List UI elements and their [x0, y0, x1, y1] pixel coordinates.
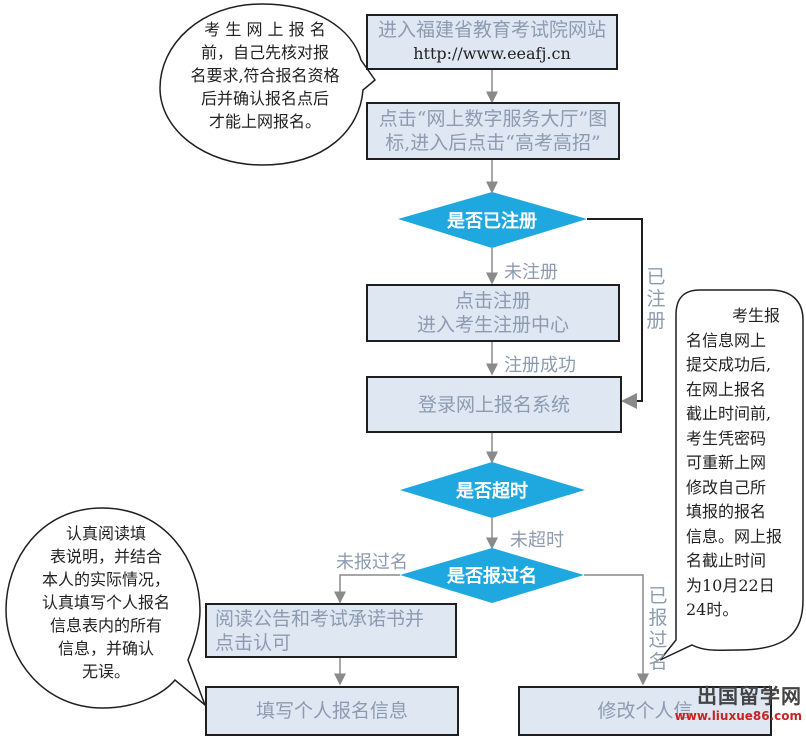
note-top-line3: 名要求,符合报名资格	[190, 66, 340, 85]
note-top-line2: 前，自己先核对报	[200, 43, 329, 62]
note-right-line9: 填报的报名	[686, 502, 767, 521]
note-right-line7: 可重新上网	[686, 453, 767, 472]
note-right-line4: 在网上报名	[686, 379, 767, 399]
note-right-line11: 名截止时间	[686, 551, 767, 570]
box-login-line1: 登录网上报名系统	[417, 393, 570, 416]
note-right-line5: 截止时间前,	[686, 404, 772, 423]
decision-registered-text: 是否已注册	[447, 211, 537, 232]
note-right-line1: 考生报	[732, 306, 781, 325]
note-right-line6: 考生凭密码	[686, 428, 767, 448]
label-submitted: 已报过名	[648, 585, 668, 673]
note-right-bubble	[659, 289, 804, 661]
box-fill-info: 填写个人报名信息	[205, 686, 459, 736]
label-register-success: 注册成功	[504, 355, 576, 376]
decision-submitted-shape	[400, 548, 584, 603]
note-top: 考 生 网 上 报 名 前，自己先核对报 名要求,符合报名资格 后并确认报名点后…	[170, 18, 360, 133]
box-modify-info-line1: 修改个人信	[597, 700, 693, 722]
note-top-bubble	[159, 3, 377, 166]
note-left-line7: 无误。	[81, 662, 130, 681]
box-login: 登录网上报名系统	[366, 376, 622, 433]
box-read-notice: 阅读公告和考试承诺书并 点击认可	[205, 603, 457, 658]
box-enter-site-url: http://www.eeafj.cn	[413, 44, 571, 63]
decision-timeout-shape	[400, 462, 585, 518]
note-left-bubble	[5, 507, 207, 709]
box-register: 点击注册 进入考生注册中心	[366, 284, 620, 342]
box-click-hall-line1: 点击“网上数字服务大厅”图	[378, 108, 608, 130]
box-read-notice-line1: 阅读公告和考试承诺书并	[215, 607, 425, 630]
watermark-url: www.liuxue86.com	[674, 709, 802, 723]
box-register-line2: 进入考生注册中心	[416, 314, 569, 336]
note-top-line1: 考 生 网 上 报 名	[204, 20, 326, 39]
note-right: 考生报 名信息网上 提交成功后, 在网上报名 截止时间前, 考生凭密码 可重新上…	[686, 304, 798, 623]
label-not-timeout: 未超时	[510, 530, 564, 551]
note-left-line5: 信息表内的所有	[49, 616, 162, 635]
note-left-line3: 本人的实际情况，	[41, 570, 170, 589]
label-registered: 已注册	[646, 266, 666, 332]
box-fill-info-line1: 填写个人报名信息	[255, 700, 408, 722]
note-right-line10: 信息。网上报	[686, 526, 783, 546]
note-right-line8: 修改自己所	[686, 477, 767, 497]
note-left-line1: 认真阅读填	[65, 524, 146, 543]
box-enter-site: 进入福建省教育考试院网站 http://www.eeafj.cn	[366, 14, 618, 70]
note-right-line12: 为10月22日	[686, 575, 775, 595]
note-left: 认真阅读填 表说明，并结合 本人的实际情况， 认真填写个人报名 信息表内的所有 …	[14, 522, 198, 683]
box-click-hall: 点击“网上数字服务大厅”图 标,进入后点击“高考高招”	[366, 102, 620, 160]
box-enter-site-line1: 进入福建省教育考试院网站	[377, 19, 606, 41]
label-not-registered: 未注册	[504, 262, 558, 283]
watermark: 出国留学网 www.liuxue86.com	[675, 680, 802, 723]
note-right-line3: 提交成功后,	[686, 355, 772, 374]
note-right-line2: 名信息网上	[686, 330, 767, 350]
decision-submitted-text: 是否报过名	[447, 566, 537, 587]
arrow-registered-branch	[587, 218, 643, 409]
decision-timeout-text: 是否超时	[456, 481, 528, 502]
arrow-submitted-branch	[584, 574, 649, 686]
arrow-not-submitted-branch	[334, 574, 400, 604]
note-top-line5: 才能上网报名。	[208, 112, 321, 131]
box-register-line1: 点击注册	[454, 290, 531, 312]
note-left-line4: 认真填写个人报名	[41, 593, 170, 612]
note-left-line6: 信息，并确认	[57, 639, 154, 658]
decision-registered-shape	[398, 192, 587, 248]
label-not-submitted: 未报过名	[336, 552, 408, 573]
note-top-line4: 后并确认报名点后	[200, 89, 329, 108]
box-click-hall-line2: 标,进入后点击“高考高招”	[385, 132, 601, 154]
box-read-notice-line2: 点击认可	[215, 631, 292, 654]
note-right-line13: 24时。	[686, 600, 739, 619]
note-left-line2: 表说明，并结合	[49, 547, 162, 566]
watermark-title: 出国留学网	[697, 684, 802, 708]
